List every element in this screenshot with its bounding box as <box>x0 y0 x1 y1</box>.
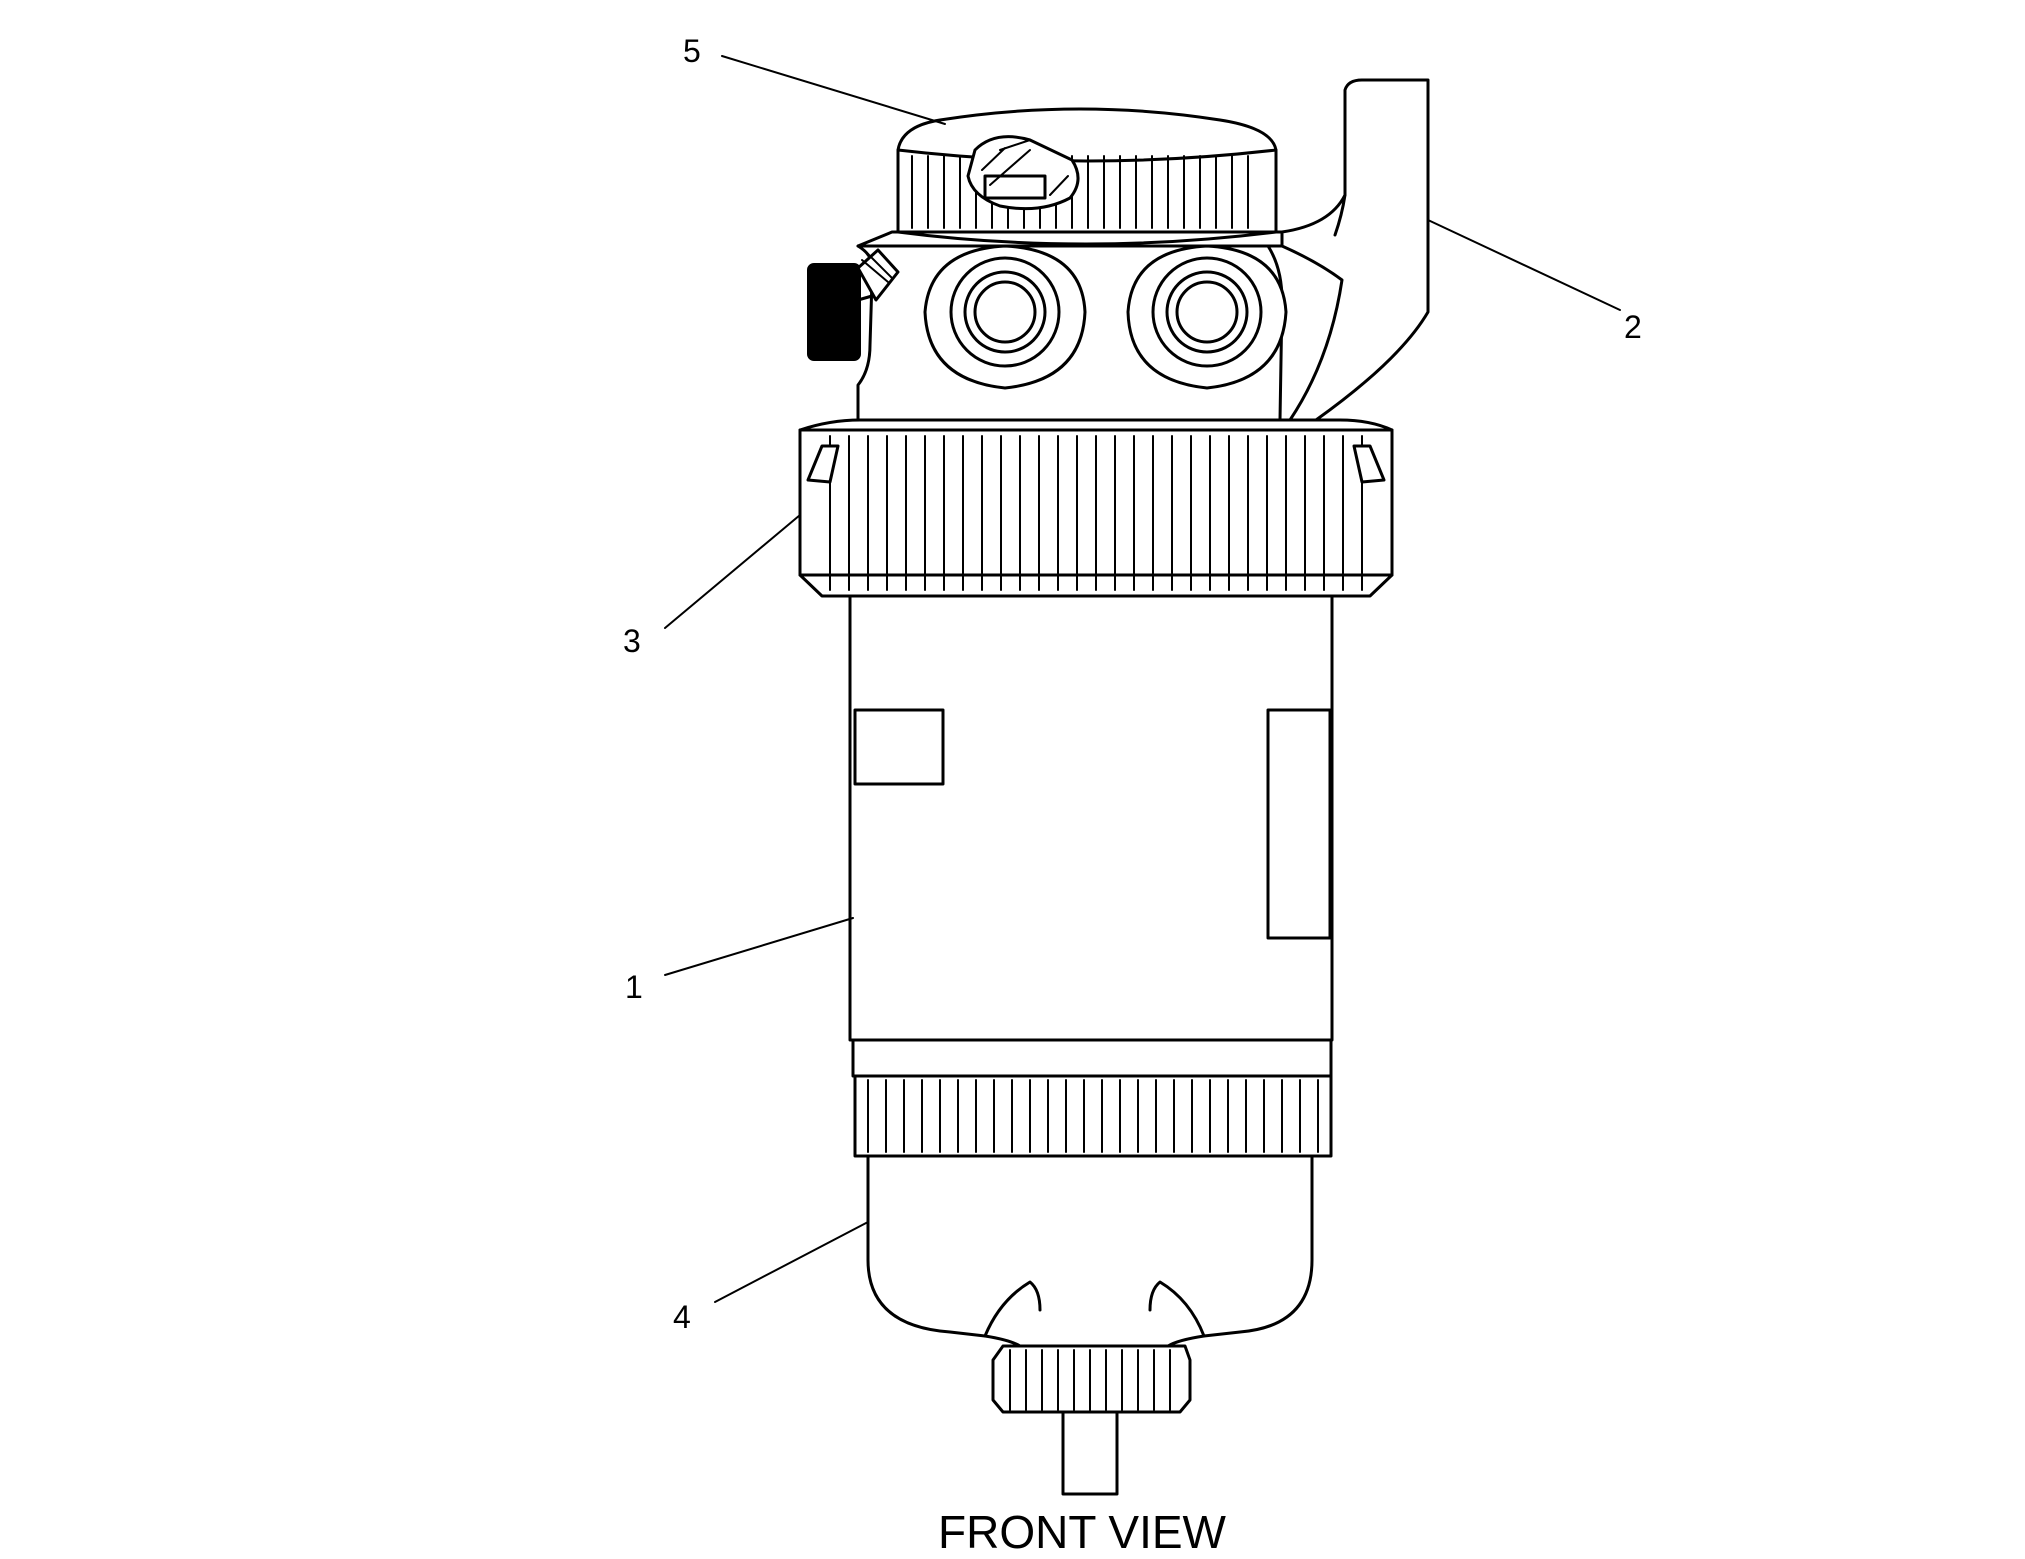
leader-5 <box>721 55 946 125</box>
collar-ring <box>798 418 1394 598</box>
callout-5: 5 <box>683 33 701 69</box>
mounting-bracket <box>1280 78 1430 422</box>
callout-3: 3 <box>623 623 641 659</box>
callout-4: 4 <box>673 1299 691 1335</box>
view-caption: FRONT VIEW <box>938 1506 1227 1558</box>
filter-head <box>807 230 1288 422</box>
top-cap <box>896 107 1278 246</box>
leader-2 <box>1427 219 1621 311</box>
callout-2: 2 <box>1624 309 1642 345</box>
leader-1 <box>664 917 854 976</box>
filter-element <box>848 594 1334 1158</box>
leader-3 <box>664 514 801 629</box>
callout-1: 1 <box>625 969 643 1005</box>
water-bowl <box>866 1154 1314 1496</box>
leader-lines <box>664 55 1621 1303</box>
leader-4 <box>714 1221 869 1303</box>
